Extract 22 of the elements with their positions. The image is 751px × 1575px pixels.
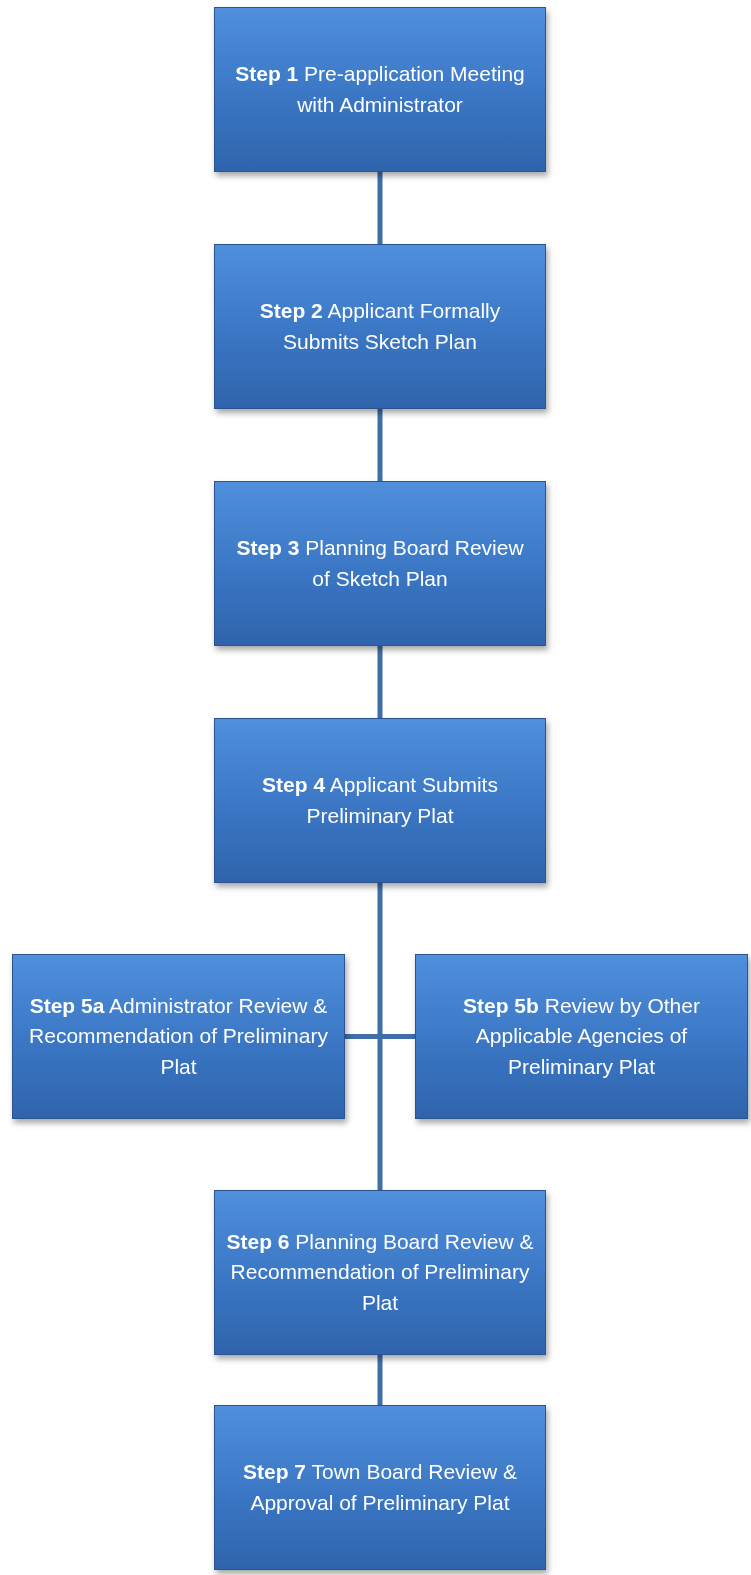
step-text: Step 6 Planning Board Review & Recommendation of Preliminary Plat <box>225 1228 535 1316</box>
step-text: Step 2 Applicant Formally Submits Sketch Plan <box>258 298 502 355</box>
connector-line <box>377 883 383 1190</box>
step-text: Step 3 Planning Board Review of Sketch Plan <box>235 535 525 592</box>
process-box <box>214 7 546 172</box>
step-text: Step 7 Town Board Review & Approval of Preliminary Plat <box>242 1459 518 1516</box>
connector-line <box>377 1355 383 1405</box>
connector-line <box>377 172 383 244</box>
connector-line <box>345 1034 415 1039</box>
process-box <box>214 718 546 883</box>
step-text: Step 5b Review by Other Applicable Agencies of Preliminary Plat <box>462 992 701 1080</box>
process-box <box>214 1405 546 1570</box>
connector-line <box>377 646 383 718</box>
process-box <box>214 1190 546 1355</box>
process-box <box>214 244 546 409</box>
process-box <box>415 954 748 1119</box>
step-text: Step 5a Administrator Review & Recommendation of Preliminary Plat <box>28 992 329 1080</box>
connector-line <box>377 409 383 481</box>
process-box <box>12 954 345 1119</box>
step-text: Step 4 Applicant Submits Preliminary Plat <box>261 772 499 829</box>
process-box <box>214 481 546 646</box>
step-text: Step 1 Pre-application Meeting with Administrator <box>234 61 526 118</box>
